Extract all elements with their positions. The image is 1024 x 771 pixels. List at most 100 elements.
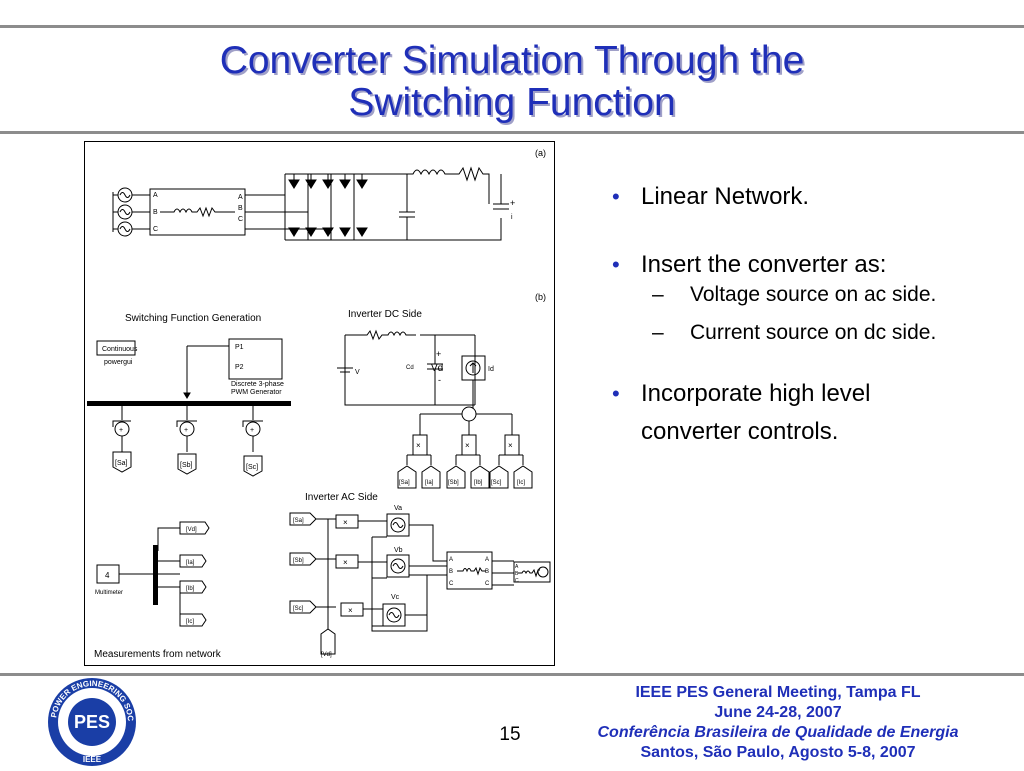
from-ac-sb: [Sb] xyxy=(293,558,304,564)
imp-label-b-right: B xyxy=(238,205,243,212)
footer-line-4: Santos, São Paulo, Agosto 5-8, 2007 xyxy=(640,744,916,761)
logo-pes: PES xyxy=(74,712,110,732)
from-tags-dc: [Sa] [Ia] [Sb] [Ib] [Sc] [Ic] xyxy=(397,465,533,489)
from-dc-sb: [Sb] xyxy=(448,480,459,486)
multimeter-value: 4 xyxy=(105,571,110,580)
dc-vd-minus: - xyxy=(438,375,441,385)
switching-function-title: Switching Function Generation xyxy=(125,313,261,324)
multimeter-block[interactable]: 4 Multimeter xyxy=(95,564,123,596)
goto-ia: [Ia] xyxy=(186,560,195,566)
imp-label-c-left: C xyxy=(153,226,158,233)
dc-id-label: Id xyxy=(488,366,494,373)
sub-bullet-current-source: – Current source on dc side. xyxy=(612,321,1012,345)
from-dc-ib: [Ib] xyxy=(474,480,483,486)
sub-bullet-text: Current source on dc side. xyxy=(690,321,937,344)
ac-source-a xyxy=(117,187,133,203)
from-ac-vd: [Vd] xyxy=(321,652,332,658)
product-blocks-dc: × × × xyxy=(406,434,524,465)
sub-bullet-dash: – xyxy=(652,283,664,306)
pwm-p1: P1 xyxy=(235,344,244,351)
goto-sa-label: [Sa] xyxy=(115,460,128,467)
title-line-1: Converter Simulation Through the xyxy=(219,39,805,82)
footer-line-3: Conferência Brasileira de Qualidade de E… xyxy=(597,724,959,741)
product-dc-1: × xyxy=(416,441,421,450)
goto-sc-label: [Sc] xyxy=(246,464,258,471)
multimeter-label: Multimeter xyxy=(95,590,123,596)
dc-capacitor-2: + i xyxy=(493,174,515,221)
bullet-text: Insert the converter as: xyxy=(641,251,887,278)
bullet-dot: • xyxy=(612,381,620,406)
bullet-dot: • xyxy=(612,252,620,277)
inverter-dc-circuit: V Cd + Vd - Id xyxy=(337,329,513,435)
ac-imp-c-right: C xyxy=(485,581,490,587)
measurement-demux-bar xyxy=(153,545,158,605)
bullet-text: Incorporate high level converter control… xyxy=(641,380,871,445)
ac-imp-a-right: A xyxy=(485,557,489,563)
vb-label: Vb xyxy=(394,547,403,554)
pwm-label-2: PWM Generator xyxy=(231,389,282,396)
goto-sc[interactable]: [Sc] xyxy=(243,455,263,477)
dc-vd-label: Vd xyxy=(431,363,443,374)
bullet-insert-converter: • Insert the converter as: xyxy=(612,248,1012,281)
title-line-2: Switching Function xyxy=(348,81,676,124)
from-dc-ia: [Ia] xyxy=(425,480,434,486)
product-ac-2: × xyxy=(343,558,348,567)
goto-measurements: [Vd] [Ia] [Ib] [Ic] xyxy=(179,521,210,627)
goto-ic: [Ic] xyxy=(186,619,194,625)
product-dc-2: × xyxy=(465,441,470,450)
sum-b-sign: + xyxy=(184,427,188,434)
simulink-diagram: (a) A B C A B C + i (b) Switching Funct xyxy=(84,141,555,666)
ac-imp-b-left: B xyxy=(449,569,453,575)
imp-label-c-right: C xyxy=(238,216,243,223)
imp-label-a-left: A xyxy=(153,192,158,199)
bullet-list: • Linear Network. • Insert the converter… xyxy=(612,180,1012,451)
imp-label-b-left: B xyxy=(153,209,158,216)
from-dc-ic: [Ic] xyxy=(517,480,525,486)
page-number: 15 xyxy=(499,724,521,745)
product-ac-3: × xyxy=(348,606,353,615)
powergui-label: powergui xyxy=(104,359,133,366)
ac-imp-c-left: C xyxy=(449,581,454,587)
product-dc-3: × xyxy=(508,441,513,450)
goto-sb-label: [Sb] xyxy=(180,462,193,469)
pwm-label-1: Discrete 3-phase xyxy=(231,381,284,388)
powergui-continuous: Continuous xyxy=(102,346,138,353)
dc-capacitor-1 xyxy=(399,174,415,240)
imp-label-a-right: A xyxy=(238,194,243,201)
label-a: (a) xyxy=(535,148,546,158)
slide-title: Converter Simulation Through the Switchi… xyxy=(0,40,1024,124)
pwm-p2: P2 xyxy=(235,364,244,371)
sum-block-c: + xyxy=(245,421,261,437)
ac-imp-a-left: A xyxy=(449,557,453,563)
sum-c-sign: + xyxy=(250,427,254,434)
footer-conference-info: IEEE PES General Meeting, Tampa FL June … xyxy=(560,683,996,763)
inverter-dc-side-title: Inverter DC Side xyxy=(348,309,422,320)
sum-block-a: + xyxy=(114,421,130,437)
title-underline-rule xyxy=(0,131,1024,134)
footer-line-1: IEEE PES General Meeting, Tampa FL xyxy=(635,684,921,701)
ac-source-c xyxy=(117,221,133,237)
switching-bus-bar xyxy=(87,401,291,406)
top-rule xyxy=(0,25,1024,28)
pes-logo: POWER ENGINEERING SOCIETY PES IEEE xyxy=(41,671,140,766)
sub-bullet-dash: – xyxy=(652,321,664,344)
goto-ib: [Ib] xyxy=(186,586,195,592)
label-b: (b) xyxy=(535,292,546,302)
from-ac-sc: [Sc] xyxy=(293,606,304,612)
from-tags-ac: [Sa] [Sb] [Sc] [Vd] xyxy=(289,512,336,658)
grid-a: A xyxy=(515,564,519,570)
goto-sa[interactable]: [Sa] xyxy=(112,451,132,473)
from-ac-sa: [Sa] xyxy=(293,518,304,524)
goto-vd: [Vd] xyxy=(186,527,197,533)
grid-c: C xyxy=(515,578,519,584)
dc-vd-plus: + xyxy=(436,349,441,359)
sub-bullet-voltage-source: – Voltage source on ac side. xyxy=(612,283,1012,307)
dc-cd-label: Cd xyxy=(406,365,414,371)
diode-bridge xyxy=(263,173,368,241)
powergui-block[interactable]: Continuous powergui xyxy=(96,340,138,366)
sum-a-sign: + xyxy=(119,427,123,434)
dc-cap-i: i xyxy=(511,214,513,221)
goto-sb[interactable]: [Sb] xyxy=(177,453,197,475)
pwm-generator-block[interactable]: P1 P2 Discrete 3-phase PWM Generator xyxy=(228,338,284,396)
product-blocks-ac: × × × xyxy=(335,514,364,617)
